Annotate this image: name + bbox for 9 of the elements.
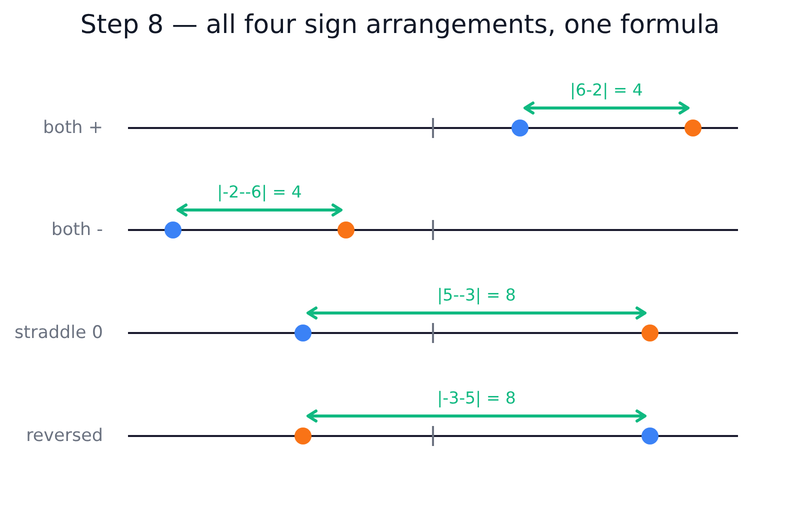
distance-label: |5--3| = 8 (437, 286, 516, 306)
distance-label: |-3-5| = 8 (437, 390, 516, 408)
row-label: straddle 0 (14, 322, 103, 344)
diagram-title: Step 8 — all four sign arrangements, one formula (80, 11, 720, 41)
row-label: reversed (26, 426, 103, 446)
distance-label: |-2--6| = 4 (217, 184, 302, 202)
distance-label: |6-2| = 4 (570, 82, 643, 100)
row-label: both + (43, 118, 103, 138)
row-label: both - (51, 220, 103, 240)
